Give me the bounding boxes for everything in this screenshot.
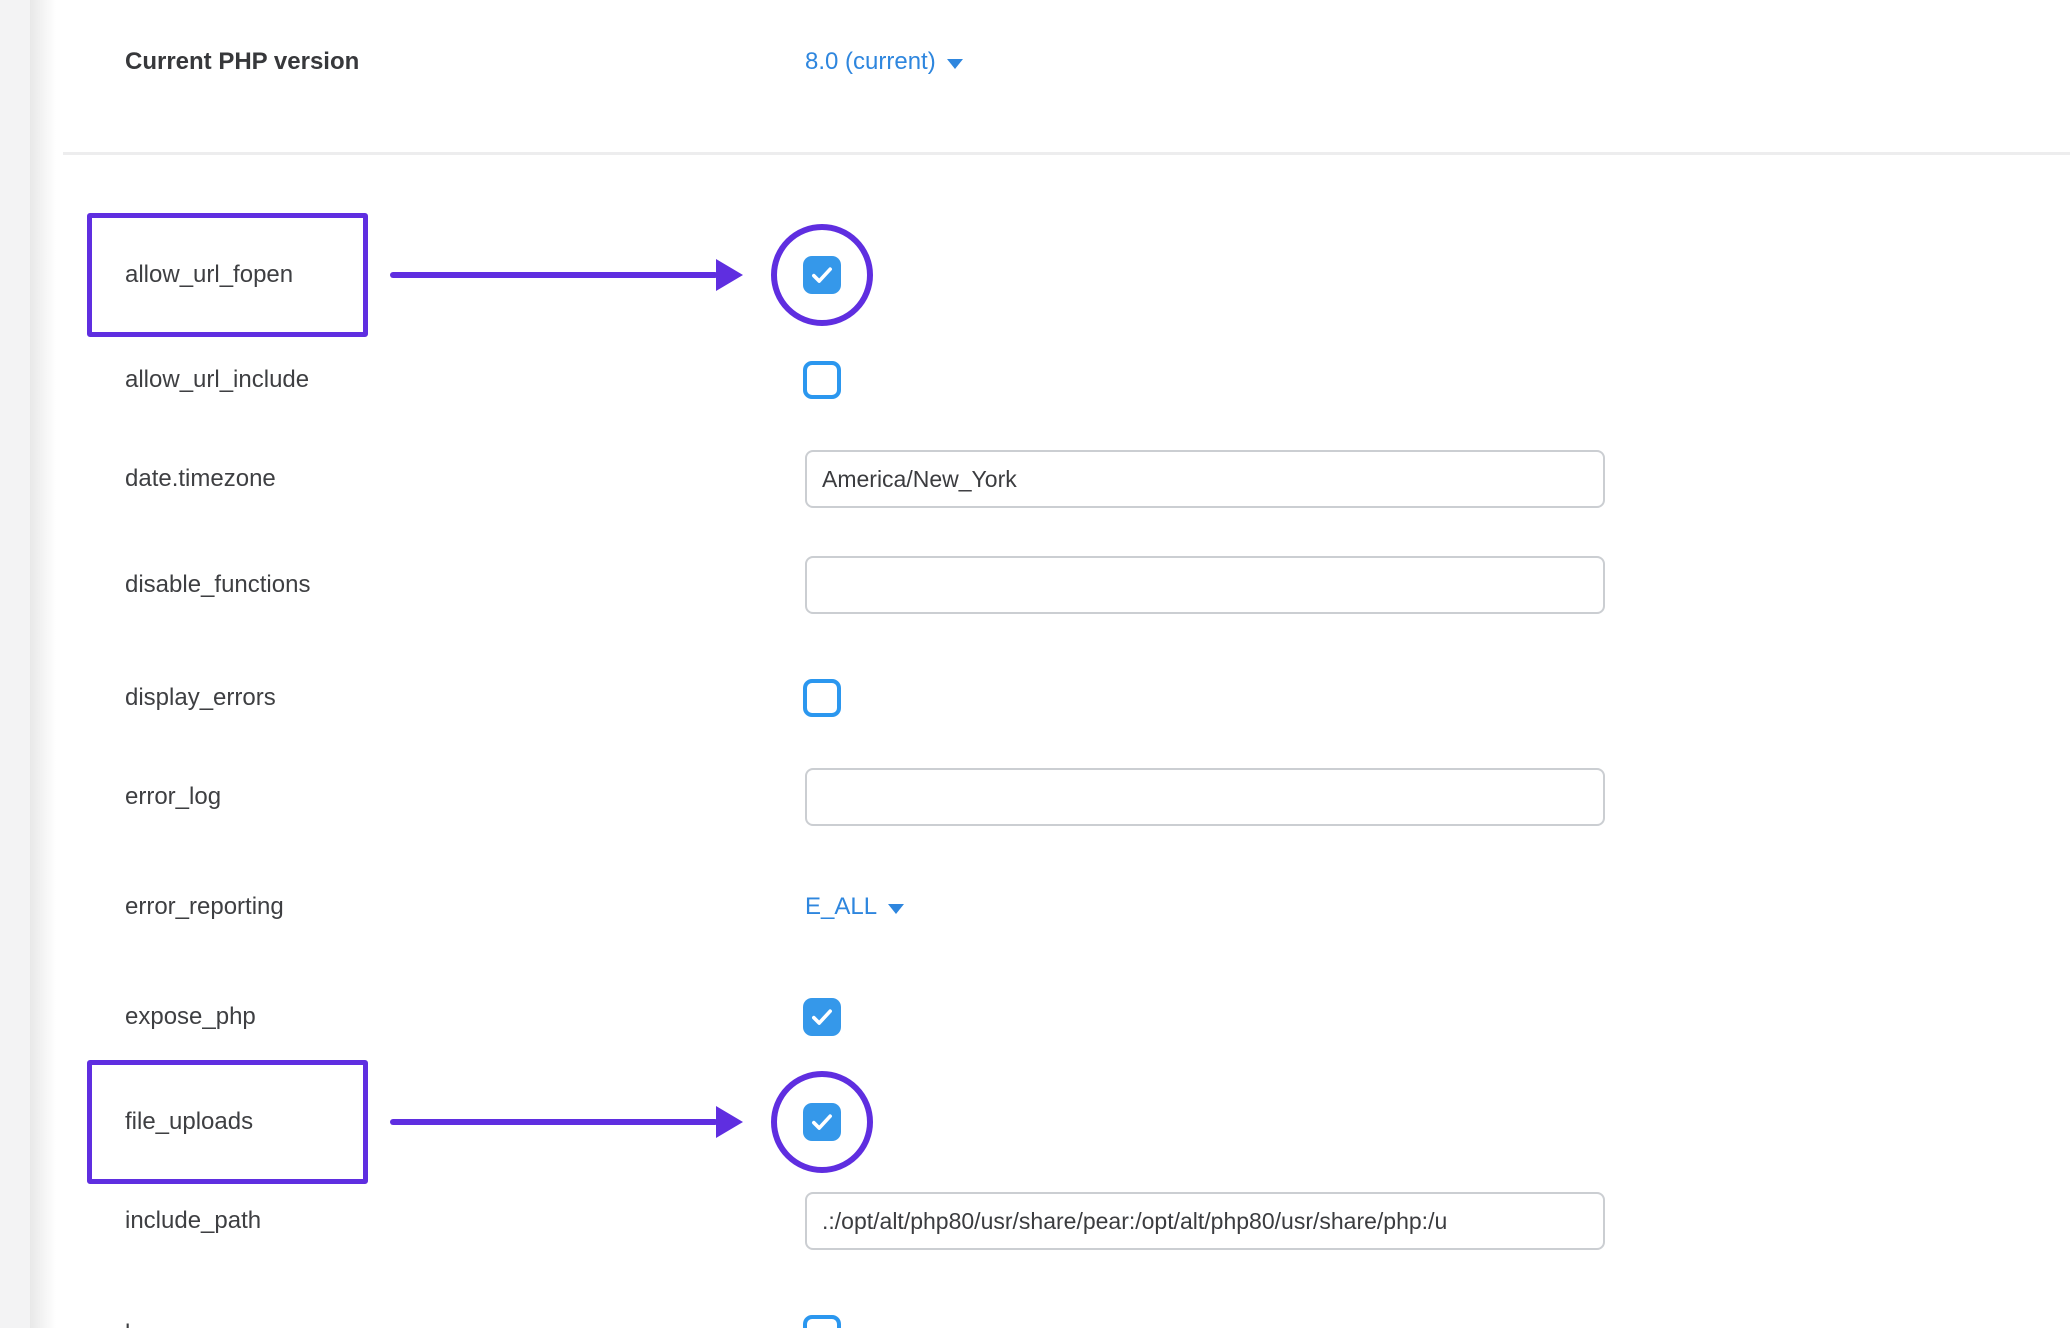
- checkbox-log_errors[interactable]: [803, 1315, 841, 1328]
- input-error_log[interactable]: [805, 768, 1605, 826]
- setting-label-error_log: error_log: [125, 783, 222, 810]
- setting-row-allow_url_include: allow_url_include: [0, 327, 2070, 433]
- setting-label-include_path: include_path: [125, 1207, 262, 1234]
- setting-row-error_reporting: error_reporting E_ALL: [0, 854, 2070, 960]
- setting-row-disable_functions: disable_functions: [0, 532, 2070, 638]
- checkmark-icon: [812, 267, 832, 283]
- checkbox-display_errors[interactable]: [803, 679, 841, 717]
- setting-row-allow_url_fopen: allow_url_fopen: [0, 222, 2070, 328]
- setting-row-file_uploads: file_uploads: [0, 1069, 2070, 1175]
- setting-row-date.timezone: date.timezone: [0, 426, 2070, 532]
- setting-label-display_errors: display_errors: [125, 684, 276, 711]
- current-php-version-row: Current PHP version 8.0 (current): [0, 0, 2070, 124]
- setting-label-log_errors: log_errors: [125, 1320, 233, 1328]
- php-version-dropdown[interactable]: 8.0 (current): [805, 48, 963, 76]
- php-version-value: 8.0 (current): [805, 48, 936, 75]
- setting-label-expose_php: expose_php: [125, 1003, 256, 1030]
- setting-row-error_log: error_log: [0, 744, 2070, 850]
- checkmark-icon: [812, 1009, 832, 1025]
- input-date.timezone[interactable]: [805, 450, 1605, 508]
- checkbox-expose_php[interactable]: [803, 998, 841, 1036]
- setting-row-include_path: include_path: [0, 1168, 2070, 1274]
- checkmark-icon: [812, 1114, 832, 1130]
- setting-label-error_reporting: error_reporting: [125, 893, 284, 920]
- setting-row-expose_php: expose_php: [0, 964, 2070, 1070]
- setting-label-allow_url_include: allow_url_include: [125, 366, 310, 393]
- caret-down-icon: [946, 59, 963, 69]
- setting-label-file_uploads: file_uploads: [125, 1108, 254, 1135]
- setting-label-disable_functions: disable_functions: [125, 571, 311, 598]
- checkbox-file_uploads[interactable]: [803, 1103, 841, 1141]
- rail-shadow: [30, 0, 56, 1328]
- caret-down-icon: [888, 904, 905, 914]
- setting-label-allow_url_fopen: allow_url_fopen: [125, 261, 294, 288]
- setting-row-display_errors: display_errors: [0, 645, 2070, 751]
- left-rail: [0, 0, 30, 1328]
- checkbox-allow_url_fopen[interactable]: [803, 256, 841, 294]
- input-disable_functions[interactable]: [805, 556, 1605, 614]
- setting-label-date.timezone: date.timezone: [125, 465, 276, 492]
- dropdown-error_reporting[interactable]: E_ALL: [805, 893, 905, 921]
- section-divider: [63, 152, 2070, 155]
- input-include_path[interactable]: [805, 1192, 1605, 1250]
- setting-row-log_errors: log_errors: [0, 1281, 2070, 1328]
- dropdown-value: E_ALL: [805, 893, 878, 920]
- current-php-version-label: Current PHP version: [125, 48, 360, 75]
- checkbox-allow_url_include[interactable]: [803, 361, 841, 399]
